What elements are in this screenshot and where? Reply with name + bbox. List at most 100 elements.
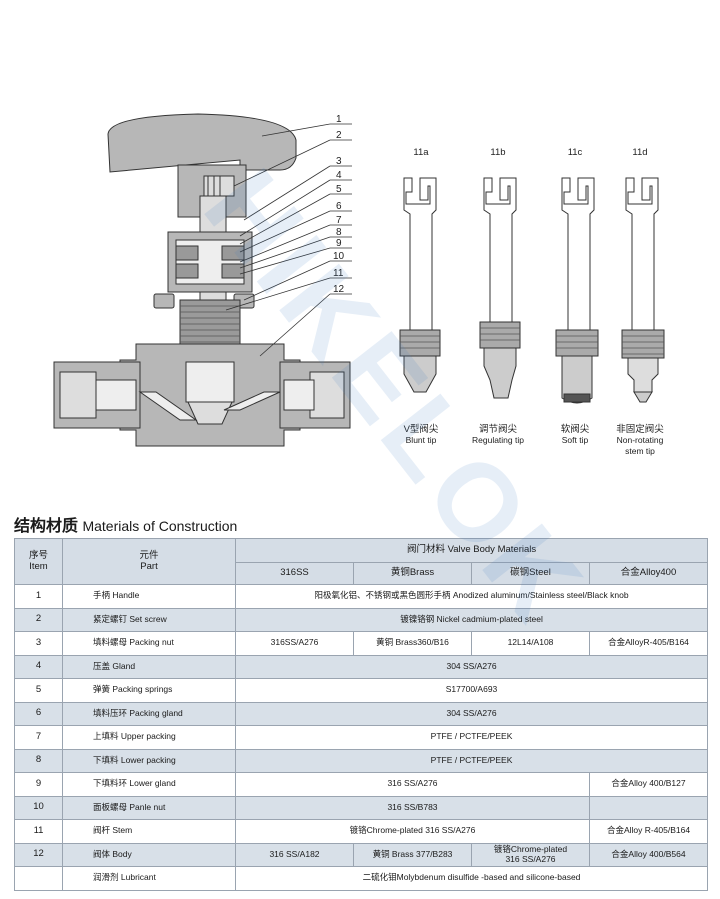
table-row: 11 阀杆 Stem 镀铬Chrome-plated 316 SS/A276 合… (14, 819, 709, 844)
row-item-number: 8 (14, 748, 63, 773)
section-title-en: Materials of Construction (82, 518, 238, 534)
row-part: 润滑剂 Lubricant (62, 866, 236, 891)
row-material-all: PTFE / PCTFE/PEEK (234, 725, 709, 750)
row-part: 阀体 Body (62, 842, 236, 867)
row-part: 弹簧 Packing springs (62, 678, 236, 703)
tip-11d-name-en-2: stem tip (625, 446, 655, 456)
callout-6: 6 (336, 201, 342, 212)
callout-1: 1 (336, 114, 342, 125)
row-material-alloy: 合金Alloy R-405/B164 (588, 819, 709, 844)
row-material-steel: 12L14/A108 (471, 631, 590, 656)
tip-11b-code: 11b (490, 147, 505, 158)
table-row: 润滑剂 Lubricant 二硫化钼Molybdenum disulfide -… (14, 866, 709, 891)
tip-11d-drawing (621, 177, 665, 403)
row-material-all: S17700/A693 (234, 678, 709, 703)
row-item-number: 1 (14, 584, 63, 609)
callout-11: 11 (333, 268, 344, 279)
header-alloy400: 合金Alloy400 (588, 562, 709, 585)
valve-cross-section-drawing: 1 2 3 4 5 6 7 8 9 10 11 12 (53, 113, 665, 456)
tip-11c-name-cn: 软阀尖 (561, 423, 590, 435)
tip-11a-code: 11a (413, 147, 429, 158)
table-row: 1 手柄 Handle 阳极氧化铝、不锈钢或黑色圆形手柄 Anodized al… (14, 584, 709, 609)
table-row: 8 下填料 Lower packing PTFE / PCTFE/PEEK (14, 748, 709, 773)
stem-tips (399, 177, 665, 404)
row-material-brass: 黄铜 Brass 377/B283 (353, 842, 472, 867)
row-item-number (14, 866, 63, 891)
valve-assembly (53, 113, 351, 447)
row-material-all: 阳极氧化铝、不锈钢或黑色圆形手柄 Anodized aluminum/Stain… (234, 584, 709, 609)
row-item-number: 2 (14, 607, 63, 632)
table-row: 10 面板螺母 Panle nut 316 SS/B783 (14, 795, 709, 820)
row-item-number: 10 (14, 795, 63, 820)
tip-11d-name-cn: 非固定阀尖 (616, 423, 664, 435)
callout-7: 7 (336, 215, 342, 226)
header-brass: 黄铜Brass (353, 562, 472, 585)
row-part: 紧定螺钉 Set screw (62, 607, 236, 632)
table-row: 9 下填料环 Lower gland 316 SS/A276 合金Alloy 4… (14, 772, 709, 797)
row-item-number: 3 (14, 631, 63, 656)
row-part: 填料螺母 Packing nut (62, 631, 236, 656)
header-steel: 碳钢Steel (471, 562, 590, 585)
table-row: 2 紧定螺钉 Set screw 镀镍铬钢 Nickel cadmium-pla… (14, 607, 709, 632)
callout-9: 9 (336, 238, 342, 249)
row-material-all: 镀镍铬钢 Nickel cadmium-plated steel (234, 607, 709, 632)
tip-11c-name-en: Soft tip (562, 435, 589, 445)
row-part: 填料压环 Packing gland (62, 701, 236, 726)
callout-12: 12 (333, 284, 345, 295)
table-header-row-2: 316SS 黄铜Brass 碳钢Steel 合金Alloy400 (15, 562, 709, 585)
callout-3: 3 (336, 156, 342, 167)
row-material-all: PTFE / PCTFE/PEEK (234, 748, 709, 773)
row-item-number: 5 (14, 678, 63, 703)
row-part: 面板螺母 Panle nut (62, 795, 236, 820)
row-item-number: 11 (14, 819, 63, 844)
row-item-number: 12 (14, 842, 63, 867)
row-material-common: 316 SS/B783 (235, 795, 590, 820)
tip-11c-drawing (555, 177, 599, 404)
row-part: 下填料 Lower packing (62, 748, 236, 773)
tip-11a-drawing (399, 177, 441, 393)
handle-part (107, 113, 297, 173)
panel-nut-left (153, 293, 175, 309)
row-material-316ss: 316SS/A276 (235, 631, 354, 656)
row-material-all: 二硫化钼Molybdenum disulfide -based and sili… (234, 866, 709, 891)
row-material-alloy: 合金Alloy 400/B127 (588, 772, 709, 797)
row-material-all: 304 SS/A276 (234, 654, 709, 679)
row-part: 上填料 Upper packing (62, 725, 236, 750)
row-material-common: 镀铬Chrome-plated 316 SS/A276 (235, 819, 590, 844)
tip-labels: 11a 11b 11c 11d V型阀尖 Blunt tip 调节阀尖 Regu… (404, 147, 665, 456)
tip-11c-code: 11c (568, 147, 583, 158)
tip-11d-name-en-1: Non-rotating (617, 435, 664, 445)
tip-11a-name-cn: V型阀尖 (404, 423, 439, 435)
tip-11d-code: 11d (632, 147, 647, 158)
header-316ss: 316SS (235, 562, 354, 585)
materials-section-title: 结构材质 Materials of Construction (14, 512, 237, 536)
row-material-alloy (588, 795, 709, 820)
callout-5: 5 (336, 184, 342, 195)
tip-11b-name-en: Regulating tip (472, 435, 524, 445)
row-material-316ss: 316 SS/A182 (235, 842, 354, 867)
row-part: 下填料环 Lower gland (62, 772, 236, 797)
callout-leaders (225, 123, 352, 357)
row-material-common: 316 SS/A276 (235, 772, 590, 797)
row-material-all: 304 SS/A276 (234, 701, 709, 726)
row-material-alloy: 合金AlloyR-405/B164 (588, 631, 709, 656)
row-material-alloy: 合金Alloy 400/B564 (588, 842, 709, 867)
callout-4: 4 (336, 170, 342, 181)
row-material-brass: 黄铜 Brass360/B16 (353, 631, 472, 656)
table-row: 12 阀体 Body 316 SS/A182 黄铜 Brass 377/B283… (14, 842, 709, 867)
table-row: 7 上填料 Upper packing PTFE / PCTFE/PEEK (14, 725, 709, 750)
row-item-number: 7 (14, 725, 63, 750)
section-title-cn: 结构材质 (14, 518, 79, 535)
table-row: 3 填料螺母 Packing nut 316SS/A276 黄铜 Brass36… (14, 631, 709, 656)
row-item-number: 4 (14, 654, 63, 679)
header-valve-body-materials: 阀门材料 Valve Body Materials (234, 538, 709, 563)
tip-11b-drawing (479, 177, 521, 399)
callout-8: 8 (336, 227, 342, 238)
tip-11b-name-cn: 调节阀尖 (479, 423, 518, 435)
row-part: 手柄 Handle (62, 584, 236, 609)
